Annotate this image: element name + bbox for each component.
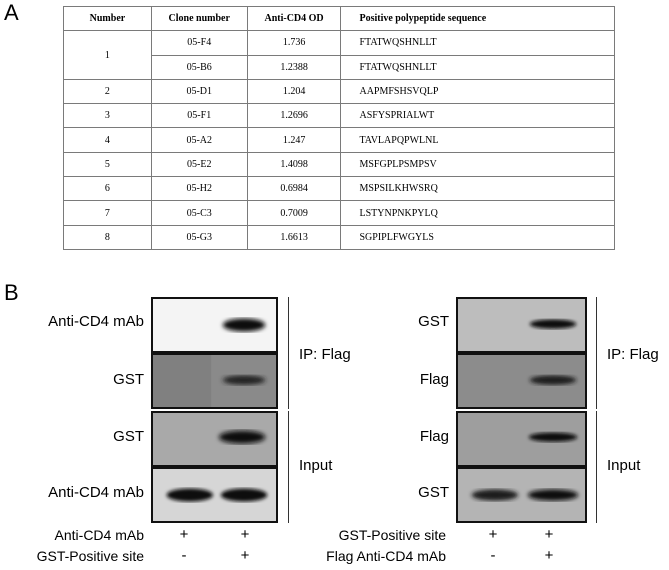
left-row-label-3: GST <box>113 428 144 445</box>
left-ip-flag-label: IP: Flag <box>299 346 351 363</box>
left-sign: + <box>240 526 250 543</box>
right-sign: - <box>490 547 496 564</box>
cell-clone: 05-F1 <box>150 103 248 129</box>
left-row-label-2: GST <box>113 371 144 388</box>
cell-od: 1.204 <box>246 78 342 105</box>
right-row-label-1: GST <box>418 313 449 330</box>
right-sign: + <box>544 526 554 543</box>
left-blot-anti-cd4-input <box>151 467 278 523</box>
cell-number: 8 <box>63 224 152 250</box>
table-row: 7 05-C3 0.7009 LSTYNPNKPYLQ <box>63 200 615 226</box>
cell-sequence: TAVLAPQPWLNL <box>340 127 615 153</box>
right-blot-flag-input <box>456 411 587 467</box>
table-row: 3 05-F1 1.2696 ASFYSPRIALWT <box>63 103 615 129</box>
right-ip-bracket <box>596 297 597 409</box>
cell-od: 1.6613 <box>246 224 342 250</box>
header-od: Anti-CD4 OD <box>246 5 342 32</box>
blot-image <box>166 488 268 502</box>
left-condition-label-2: GST-Positive site <box>36 548 144 564</box>
cell-sequence: MSFGPLPSMPSV <box>340 151 615 178</box>
left-input-label: Input <box>299 457 333 474</box>
right-input-label: Input <box>607 457 641 474</box>
right-row-label-3: Flag <box>419 428 449 445</box>
cell-od: 1.2388 <box>246 54 342 80</box>
table-row: 05-B6 1.2388 FTATWQSHNLLT <box>64 54 615 80</box>
table-row: 8 05-G3 1.6613 SGPIPLFWGYLS <box>63 224 615 250</box>
left-sign: + <box>179 526 189 543</box>
blot-image <box>153 355 266 407</box>
cell-number: 4 <box>63 127 152 153</box>
cell-number: 5 <box>63 151 152 178</box>
right-input-bracket <box>596 411 597 523</box>
cell-od: 1.247 <box>246 127 342 153</box>
cell-clone: 05-H2 <box>150 176 248 202</box>
peptide-table: Number Clone number Anti-CD4 OD Positive… <box>63 5 615 250</box>
cell-number: 7 <box>63 200 152 226</box>
right-ip-flag-label: IP: Flag <box>607 346 659 363</box>
cell-number: 1 <box>63 30 152 80</box>
cell-sequence: FTATWQSHNLLT <box>340 30 615 56</box>
table-row: 5 05-E2 1.4098 MSFGPLPSMPSV <box>63 151 615 178</box>
header-number: Number <box>63 5 152 32</box>
right-blot-gst-ip <box>456 297 587 353</box>
cell-clone: 05-A2 <box>150 127 248 153</box>
right-sign: + <box>488 526 498 543</box>
left-ip-bracket <box>288 297 289 409</box>
right-row-label-4: GST <box>418 484 449 501</box>
left-condition-label-1: Anti-CD4 mAb <box>54 527 144 543</box>
right-sign: + <box>544 547 554 564</box>
blot-image <box>222 318 266 332</box>
left-sign: - <box>181 547 187 564</box>
blot-image <box>471 489 579 501</box>
cell-od: 1.4098 <box>246 151 342 178</box>
left-blot-gst-input <box>151 411 278 467</box>
right-blot-gst-input <box>456 467 587 523</box>
cell-clone: 05-G3 <box>150 224 248 250</box>
right-row-label-2: Flag <box>419 371 449 388</box>
table-row: 1 05-F4 1.736 FTATWQSHNLLT <box>63 30 615 80</box>
cell-clone: 05-C3 <box>150 200 248 226</box>
right-condition-label-2: Flag Anti-CD4 mAb <box>326 548 446 564</box>
header-sequence: Positive polypeptide sequence <box>340 5 615 32</box>
cell-sequence: AAPMFSHSVQLP <box>340 78 615 105</box>
right-blot-flag-ip <box>456 353 587 409</box>
left-sign: + <box>240 547 250 564</box>
table-row: 4 05-A2 1.247 TAVLAPQPWLNL <box>63 127 615 153</box>
cell-clone: 05-E2 <box>150 151 248 178</box>
header-clone-number: Clone number <box>150 5 248 32</box>
cell-od: 0.6984 <box>246 176 342 202</box>
left-input-bracket <box>288 411 289 523</box>
blot-image <box>529 319 577 329</box>
table-header-row: Number Clone number Anti-CD4 OD Positive… <box>63 5 615 32</box>
cell-od: 0.7009 <box>246 200 342 226</box>
cell-sequence: LSTYNPNKPYLQ <box>340 200 615 226</box>
table-row: 2 05-D1 1.204 AAPMFSHSVQLP <box>63 78 615 105</box>
cell-number: 6 <box>63 176 152 202</box>
cell-sequence: SGPIPLFWGYLS <box>340 224 615 250</box>
cell-sequence: FTATWQSHNLLT <box>340 54 615 80</box>
cell-od: 1.736 <box>246 30 342 56</box>
cell-number: 2 <box>63 78 152 105</box>
cell-number: 3 <box>63 103 152 129</box>
cell-clone: 05-F4 <box>150 30 248 56</box>
cell-clone: 05-D1 <box>150 78 248 105</box>
blot-image <box>529 375 577 385</box>
table-row: 6 05-H2 0.6984 MSPSILKHWSRQ <box>63 176 615 202</box>
cell-clone: 05-B6 <box>150 54 248 80</box>
panel-a-label: A <box>4 0 19 25</box>
left-row-label-4: Anti-CD4 mAb <box>48 484 144 501</box>
left-row-label-1: Anti-CD4 mAb <box>48 313 144 330</box>
right-condition-label-1: GST-Positive site <box>338 527 446 543</box>
blot-image <box>528 432 578 442</box>
blot-image <box>218 430 266 444</box>
panel-b-label: B <box>4 280 19 305</box>
left-blot-gst-ip <box>151 353 278 409</box>
cell-sequence: ASFYSPRIALWT <box>340 103 615 129</box>
left-blot-anti-cd4-ip <box>151 297 278 353</box>
cell-sequence: MSPSILKHWSRQ <box>340 176 615 202</box>
cell-od: 1.2696 <box>246 103 342 129</box>
